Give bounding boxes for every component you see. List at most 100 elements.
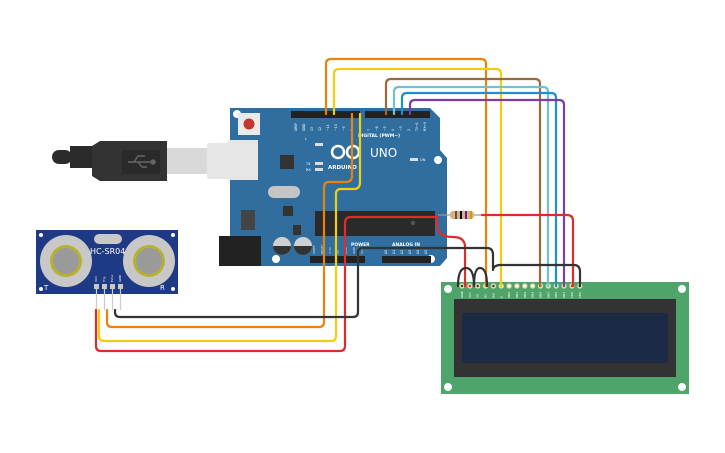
transmitter xyxy=(40,235,92,287)
crystal xyxy=(94,234,122,244)
pin-label: Vin xyxy=(360,249,364,254)
pin-label: 7 xyxy=(367,129,371,131)
pin-label: GND xyxy=(302,123,306,131)
arduino-brand-label: ARDUINO xyxy=(328,165,357,171)
wire-5v-vcc[interactable] xyxy=(94,215,467,353)
pin-label: GND xyxy=(352,246,356,254)
pin-label: 4 xyxy=(391,129,395,131)
led-l xyxy=(315,143,323,146)
pin-label: AREF xyxy=(294,123,298,131)
svg-text:T: T xyxy=(43,284,49,292)
lcd-pin-label: DB0 xyxy=(507,292,511,298)
receiver xyxy=(123,235,175,287)
pin-label: ~11 xyxy=(326,124,330,131)
pin-label: 5V xyxy=(336,249,340,254)
pin-label: ~3 xyxy=(399,126,403,131)
atmega-chip xyxy=(315,211,435,236)
voltage-regulator xyxy=(241,210,255,230)
lcd-pin-label: DB5 xyxy=(546,292,550,298)
led-on xyxy=(410,158,418,161)
sensor-pin-label: VCC xyxy=(94,276,98,282)
lcd-pin-label: GND xyxy=(460,290,464,298)
usb-chip xyxy=(280,155,294,169)
sensor-pin[interactable] xyxy=(118,284,123,289)
wire-resistor-led[interactable] xyxy=(480,213,575,288)
pin-label: IOREF xyxy=(312,245,316,254)
led-rx xyxy=(315,168,323,171)
sensor-pin[interactable] xyxy=(102,284,107,289)
lcd-pin-label: DB6 xyxy=(554,292,558,298)
power-header[interactable] xyxy=(310,256,365,263)
sensor-pin-label: Echo xyxy=(110,275,114,282)
svg-text:L: L xyxy=(305,137,307,141)
svg-text:R: R xyxy=(160,284,165,292)
lcd-pin-label: LED xyxy=(578,291,582,298)
lcd-pin-label: DB1 xyxy=(515,292,519,298)
wire-gnd-sensor[interactable] xyxy=(113,257,360,319)
usb-cable[interactable] xyxy=(52,141,257,181)
uno-label: UNO xyxy=(370,146,397,160)
resistor[interactable] xyxy=(438,211,482,219)
lcd-pin-label: DB2 xyxy=(523,292,527,298)
lcd-pin-label: E xyxy=(499,296,503,298)
pin-label: ~6 xyxy=(375,126,379,131)
arduino-uno-board[interactable]: UNO ARDUINO L TX RX ON DIGITAL (PWM~) PO… xyxy=(219,108,447,266)
lcd-pin-label: DB4 xyxy=(539,292,543,298)
lcd-pin-label: VCC xyxy=(468,292,472,298)
wires xyxy=(94,57,582,353)
wire-gnd-lcd[interactable] xyxy=(356,246,582,288)
power-label: POWER xyxy=(351,242,370,248)
lcd-pin-label: V0 xyxy=(476,294,480,298)
wire-pin11-e[interactable] xyxy=(332,67,503,288)
analog-label: ANALOG IN xyxy=(392,242,420,248)
pin-label: 3.3V xyxy=(328,246,332,254)
svg-text:RX: RX xyxy=(306,168,311,172)
digital-label: DIGITAL (PWM~) xyxy=(358,133,400,139)
wire-pin4-db5[interactable] xyxy=(392,85,550,288)
pin-label: ~5 xyxy=(383,126,387,131)
pin-label: A4 xyxy=(416,250,420,254)
pin-label: RESET xyxy=(320,244,324,254)
wire-pin2-db7[interactable] xyxy=(408,98,566,288)
pin-label: A3 xyxy=(408,250,412,254)
pin-label: 13 xyxy=(310,127,314,131)
sensor-name: HC-SR04 xyxy=(90,247,125,256)
wire-lcd-gnd-jumpers[interactable] xyxy=(456,266,489,288)
lcd-pin-label: RW xyxy=(491,293,495,298)
wire-pin5-db4[interactable] xyxy=(384,77,542,288)
digital-header-low[interactable] xyxy=(365,111,430,118)
wire-pin3-db6[interactable] xyxy=(400,91,558,288)
wire-pin9-trig[interactable] xyxy=(105,112,354,329)
svg-text:ON: ON xyxy=(420,158,426,162)
pin-label: 2 xyxy=(407,129,411,131)
sensor-pin[interactable] xyxy=(94,284,99,289)
pin-label: 12 xyxy=(318,127,322,131)
usb-icon xyxy=(128,155,156,168)
svg-text:TX: TX xyxy=(305,162,311,166)
usb-port xyxy=(228,140,258,180)
pin-label: A2 xyxy=(400,250,404,254)
lcd-screen xyxy=(462,313,668,363)
analog-header[interactable] xyxy=(382,256,431,263)
pin-label: ~9 xyxy=(342,126,346,131)
pin-label: A5 xyxy=(424,250,428,254)
sensor-pin-label: GND xyxy=(118,274,122,282)
sensor-pin[interactable] xyxy=(110,284,115,289)
lcd-pin-label: RS xyxy=(484,294,488,298)
pin-label: A0 xyxy=(384,250,388,254)
pin-label: TX→1 xyxy=(415,122,419,132)
lcd-pin-label: DB3 xyxy=(531,292,535,298)
crystal xyxy=(268,186,300,198)
lcd-pin-label: LED xyxy=(570,291,574,298)
pin-label: ~10 xyxy=(334,124,338,131)
wire-pin12-rs[interactable] xyxy=(324,57,488,288)
reset-button-cap[interactable] xyxy=(243,118,255,130)
lcd-pin-label: DB7 xyxy=(562,292,566,298)
wire-pin8-echo[interactable] xyxy=(97,112,362,343)
pin-label: RX←0 xyxy=(423,122,427,131)
led-tx xyxy=(315,162,323,165)
power-jack[interactable] xyxy=(219,236,261,266)
